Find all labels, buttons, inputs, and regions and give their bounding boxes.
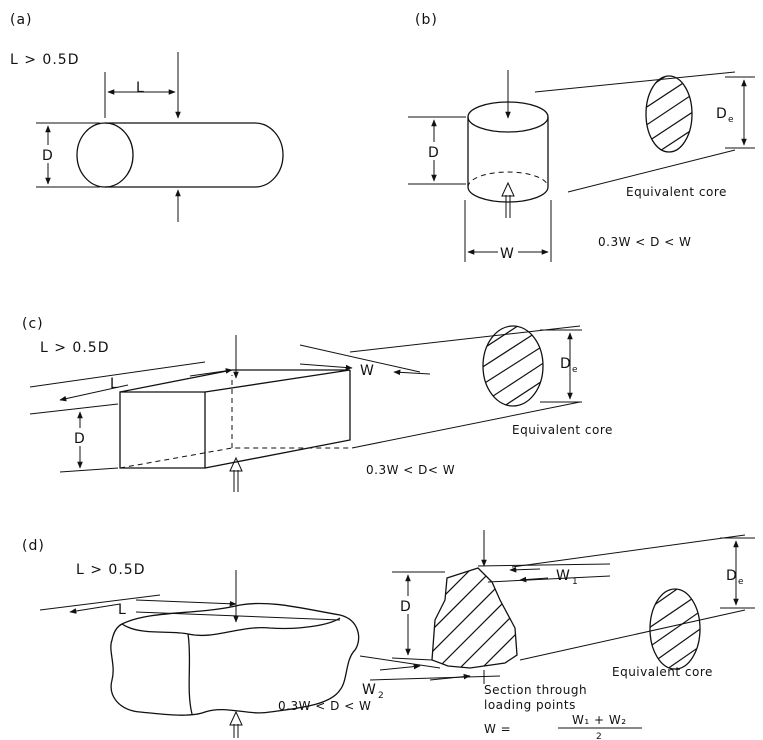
projection-line-top: [511, 534, 746, 568]
block-specimen: [119, 369, 351, 469]
dimension-w: W: [299, 344, 431, 379]
formula-lhs: W =: [484, 722, 511, 736]
dim-label-l: L: [110, 376, 119, 392]
core-label: Equivalent core: [626, 185, 727, 199]
dimension-l: L: [39, 594, 341, 621]
dim-label-d: D: [74, 431, 86, 447]
dim-label-w: W: [360, 363, 375, 379]
dimension-w1: W 1: [477, 563, 611, 587]
panel-b-tag: (b): [415, 12, 438, 28]
dim-label-d: D: [428, 145, 440, 161]
dimension-d: D: [29, 403, 119, 473]
dim-label-w2-sub: 2: [378, 691, 384, 701]
panel-c-tag: (c): [22, 316, 44, 332]
equivalent-core: [649, 588, 701, 670]
equivalent-core: [645, 75, 693, 153]
dimension-de: D e: [540, 329, 582, 403]
panel-c: (c) L > 0.5D L W: [22, 316, 613, 492]
panel-d-tag: (d): [22, 538, 45, 554]
dimension-d: D: [36, 122, 100, 188]
projection-line-bottom: [351, 401, 581, 449]
width-formula: W = W₁ + W₂ 2: [484, 713, 642, 740]
dim-label-w2: W: [362, 682, 377, 698]
panel-a-condition: L > 0.5D: [10, 52, 79, 68]
dim-label-d: D: [42, 148, 54, 164]
dimension-de: D e: [720, 537, 755, 609]
formula-denominator: 2: [596, 732, 602, 740]
core-label: Equivalent core: [612, 665, 713, 679]
size-condition: 0.3W < D< W: [366, 463, 455, 477]
equivalent-core: [482, 325, 544, 407]
dim-label-de-sub: e: [728, 115, 734, 125]
dim-label-w1: W: [556, 568, 571, 584]
dim-label-de: D: [560, 356, 572, 372]
projection-line-top: [534, 71, 736, 93]
size-condition: 0.3W < D < W: [278, 699, 371, 713]
irregular-lump-specimen: [110, 602, 360, 716]
dimension-l: L: [104, 52, 181, 119]
dimension-d: D: [408, 116, 466, 185]
dim-label-l: L: [118, 602, 127, 618]
dim-label-w: W: [500, 246, 515, 262]
panel-d-condition: L > 0.5D: [76, 562, 145, 578]
core-label: Equivalent core: [512, 423, 613, 437]
dimension-d: D: [391, 571, 445, 661]
dim-label-de-sub: e: [738, 577, 744, 587]
dim-label-l: L: [136, 80, 145, 96]
projection-line-bottom: [567, 149, 736, 193]
dimension-l: L: [29, 361, 233, 402]
dimension-de: D e: [716, 76, 755, 149]
projection-line-bottom: [519, 609, 746, 661]
section-caption-line1: Section through: [484, 683, 587, 697]
cylinder-specimen: [76, 122, 284, 188]
panel-c-condition: L > 0.5D: [40, 340, 109, 356]
section-view: [431, 567, 518, 669]
dim-label-d: D: [400, 599, 412, 615]
dim-label-de: D: [726, 568, 738, 584]
load-arrow-hollow: [229, 456, 243, 492]
short-cylinder-specimen: [467, 101, 549, 203]
panel-b: (b) D W: [408, 12, 755, 262]
dim-label-w1-sub: 1: [572, 577, 578, 587]
panel-a: (a) L > 0.5D L D: [10, 12, 284, 222]
section-caption-line2: loading points: [484, 698, 576, 712]
panel-a-tag: (a): [10, 12, 33, 28]
dim-label-de-sub: e: [572, 365, 578, 375]
load-arrow-hollow: [229, 710, 243, 738]
panel-d: (d) L > 0.5D L 0.3W < D < W: [22, 530, 755, 740]
dim-label-de: D: [716, 106, 728, 122]
load-arrow-hollow: [501, 181, 515, 218]
formula-numerator: W₁ + W₂: [572, 713, 627, 727]
dimension-w2: W 2: [359, 655, 501, 701]
size-condition: 0.3W < D < W: [598, 235, 691, 249]
dimension-w: W: [464, 200, 552, 262]
